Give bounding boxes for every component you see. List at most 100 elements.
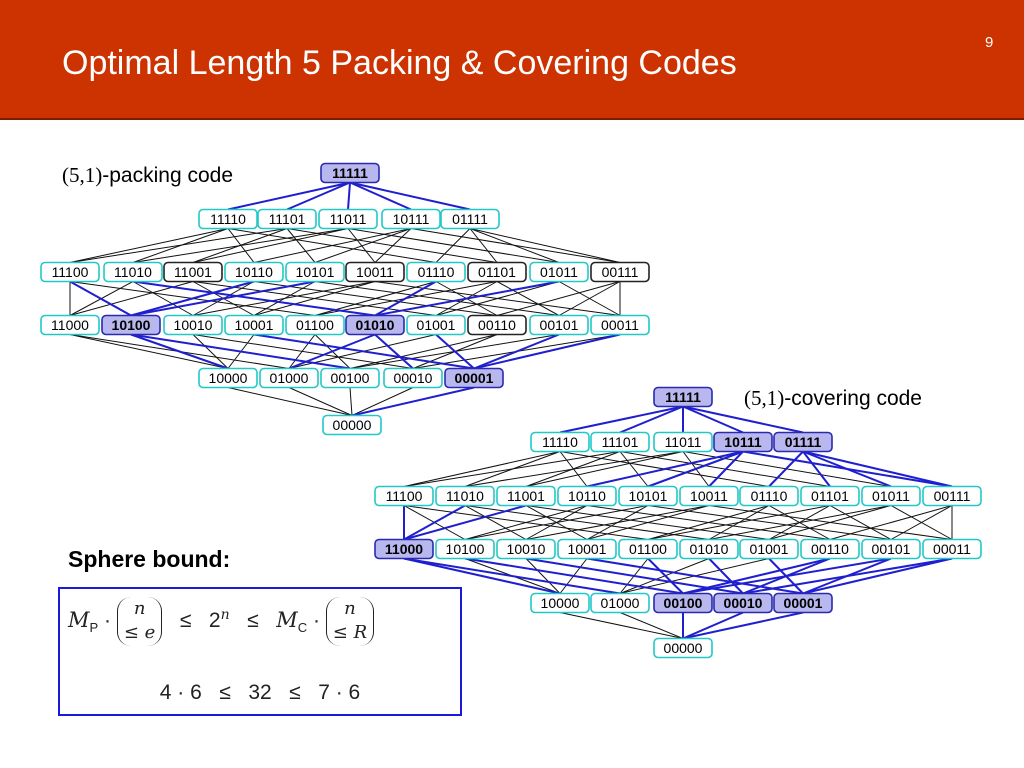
packing-edge-00001-00000 bbox=[351, 386, 475, 417]
svg-text:01010: 01010 bbox=[356, 317, 395, 333]
packing-edge-10100-00100 bbox=[130, 333, 351, 370]
formula-Mc: M bbox=[276, 607, 298, 632]
packing-node-11111: 11111 bbox=[320, 162, 380, 184]
covering-edges bbox=[403, 405, 953, 640]
svg-text:11101: 11101 bbox=[269, 211, 306, 227]
covering-node-11111: 11111 bbox=[653, 386, 713, 408]
packing-edge-01111-00111 bbox=[469, 228, 621, 263]
svg-text:01000: 01000 bbox=[601, 595, 640, 611]
covering-edge-11010-10010 bbox=[464, 505, 527, 540]
binomial-covering: n ≤ R bbox=[325, 597, 375, 646]
packing-edge-10100-10000 bbox=[130, 333, 229, 370]
packing-node-00110: 00110 bbox=[467, 314, 527, 336]
svg-text:01101: 01101 bbox=[478, 264, 516, 280]
packing-node-11010: 11010 bbox=[103, 261, 163, 283]
covering-node-10000: 10000 bbox=[530, 592, 590, 614]
binomial-covering-bottom: ≤ R bbox=[332, 622, 368, 644]
packing-node-11110: 11110 bbox=[198, 208, 258, 230]
packing-node-11000: 11000 bbox=[40, 314, 100, 336]
packing-edge-00011-00001 bbox=[473, 333, 621, 370]
packing-edge-01010-01000 bbox=[288, 333, 376, 370]
covering-edge-11001-11000 bbox=[403, 504, 527, 541]
svg-text:11110: 11110 bbox=[542, 434, 578, 450]
covering-node-11100: 11100 bbox=[374, 485, 434, 507]
formula-Mp-sub: P bbox=[89, 620, 99, 636]
formula-line-general: MP · n ≤ e ≤ 2n ≤ MC · n ≤ R bbox=[68, 597, 468, 646]
svg-text:11100: 11100 bbox=[52, 264, 89, 280]
covering-edge-00110-00100 bbox=[682, 557, 831, 595]
svg-text:11111: 11111 bbox=[665, 389, 701, 405]
packing-edges bbox=[69, 181, 621, 417]
svg-text:11111: 11111 bbox=[332, 165, 368, 181]
covering-edge-11110-11100 bbox=[403, 451, 561, 487]
covering-edge-11111-11110 bbox=[559, 405, 684, 434]
svg-text:11001: 11001 bbox=[507, 488, 545, 504]
svg-text:10001: 10001 bbox=[235, 317, 274, 333]
svg-text:01010: 01010 bbox=[690, 541, 729, 557]
svg-text:10110: 10110 bbox=[568, 488, 606, 504]
svg-text:10010: 10010 bbox=[174, 317, 213, 333]
packing-node-10000: 10000 bbox=[198, 367, 258, 389]
covering-node-01010: 01010 bbox=[679, 538, 739, 560]
svg-text:01110: 01110 bbox=[418, 264, 455, 280]
covering-edge-11101-11100 bbox=[403, 451, 621, 487]
packing-edge-11111-11101 bbox=[286, 181, 351, 211]
packing-edge-01111-01011 bbox=[469, 228, 560, 263]
covering-edge-00111-00101 bbox=[890, 505, 953, 540]
packing-edge-10111-10101 bbox=[314, 228, 412, 263]
packing-node-10101: 10101 bbox=[285, 261, 345, 283]
packing-edge-10101-00101 bbox=[314, 281, 560, 316]
packing-node-01000: 01000 bbox=[259, 367, 319, 389]
packing-node-00100: 00100 bbox=[320, 367, 380, 389]
covering-edge-11101-10101 bbox=[619, 451, 649, 487]
covering-node-01011: 01011 bbox=[861, 485, 921, 507]
svg-text:10001: 10001 bbox=[568, 541, 607, 557]
covering-edge-10101-10100 bbox=[464, 505, 649, 540]
covering-edge-00111-00110 bbox=[829, 505, 953, 540]
covering-edge-01011-01010 bbox=[708, 505, 892, 540]
packing-node-11101: 11101 bbox=[257, 208, 317, 230]
covering-edge-11011-11001 bbox=[525, 451, 684, 487]
svg-text:00000: 00000 bbox=[333, 417, 372, 433]
covering-edge-00011-00001 bbox=[802, 557, 953, 595]
covering-edge-11111-11101 bbox=[619, 405, 684, 434]
packing-edge-11111-01111 bbox=[349, 181, 471, 211]
covering-edge-10001-00001 bbox=[586, 557, 804, 595]
covering-node-01111: 01111 bbox=[773, 431, 833, 453]
covering-node-01101: 01101 bbox=[800, 485, 860, 507]
binomial-covering-top: n bbox=[344, 598, 356, 619]
formula-Mp: M bbox=[68, 607, 90, 632]
packing-edge-01011-01010 bbox=[374, 280, 560, 317]
svg-text:11001: 11001 bbox=[174, 264, 212, 280]
packing-edge-11011-10011 bbox=[347, 228, 376, 263]
svg-text:10111: 10111 bbox=[393, 211, 430, 227]
packing-edge-10111-10011 bbox=[374, 228, 412, 263]
packing-node-11001: 11001 bbox=[163, 261, 223, 283]
packing-edge-00111-00101 bbox=[558, 281, 621, 316]
svg-text:01000: 01000 bbox=[270, 370, 309, 386]
covering-node-11011: 11011 bbox=[653, 431, 713, 453]
packing-edge-01000-00000 bbox=[288, 387, 353, 416]
covering-edge-01101-01100 bbox=[647, 505, 831, 540]
packing-edge-11000-10000 bbox=[69, 334, 229, 369]
covering-node-00110: 00110 bbox=[800, 538, 860, 560]
packing-edge-11111-10111 bbox=[349, 181, 412, 211]
covering-node-11010: 11010 bbox=[435, 485, 495, 507]
svg-text:10100: 10100 bbox=[112, 317, 151, 333]
covering-node-00001: 00001 bbox=[773, 592, 833, 614]
covering-edge-10111-10110 bbox=[586, 450, 744, 488]
covering-caption-param: (5,1) bbox=[744, 386, 785, 410]
packing-node-00001: 00001 bbox=[444, 367, 504, 389]
packing-node-11011: 11011 bbox=[318, 208, 378, 230]
sphere-bound-label: Sphere bound: bbox=[68, 546, 231, 572]
slide-title: Optimal Length 5 Packing & Covering Code… bbox=[62, 44, 737, 82]
packing-node-10001: 10001 bbox=[224, 314, 284, 336]
svg-text:11100: 11100 bbox=[386, 488, 423, 504]
covering-node-10111: 10111 bbox=[713, 431, 773, 453]
svg-text:00010: 00010 bbox=[724, 595, 763, 611]
packing-node-11100: 11100 bbox=[40, 261, 100, 283]
covering-edge-00011-00010 bbox=[742, 557, 953, 595]
covering-edge-10111-10011 bbox=[708, 450, 744, 488]
